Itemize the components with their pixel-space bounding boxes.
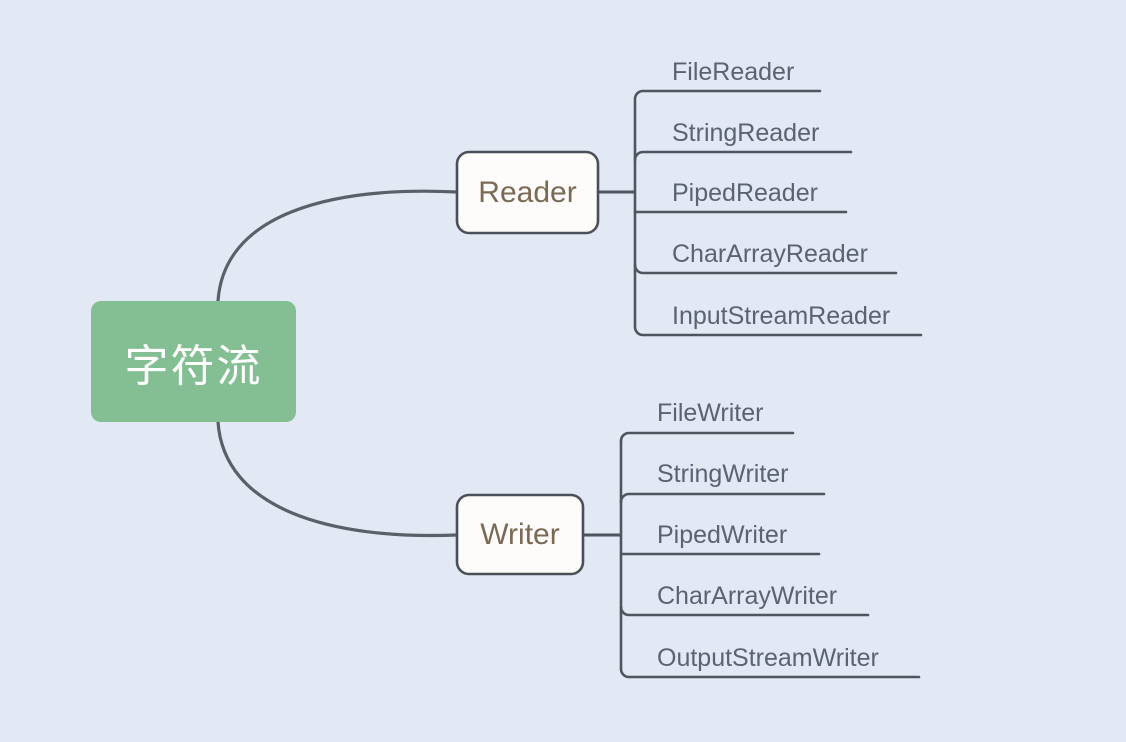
connector-root-to-reader	[216, 189, 459, 303]
writer-leaf-underline-0	[619, 431, 795, 443]
reader-leaf-underline-4	[633, 325, 923, 337]
reader-leaf-underline-0	[633, 89, 822, 101]
leaf-node-char-array-reader[interactable]: CharArrayReader	[672, 240, 868, 268]
leaf-node-piped-reader[interactable]: PipedReader	[672, 179, 818, 207]
connector-root-to-writer	[216, 420, 459, 538]
reader-leaf-underline-3	[633, 263, 898, 275]
leaf-node-char-array-writer[interactable]: CharArrayWriter	[657, 582, 838, 610]
writer-branch-spine-group	[619, 431, 921, 679]
leaf-node-string-writer[interactable]: StringWriter	[657, 460, 789, 488]
branch-node-reader-box[interactable]	[455, 150, 600, 235]
leaf-node-file-writer[interactable]: FileWriter	[657, 399, 764, 427]
branch-node-writer-box[interactable]	[455, 493, 585, 576]
leaf-node-input-stream-reader[interactable]: InputStreamReader	[672, 302, 891, 330]
leaf-node-output-stream-writer[interactable]: OutputStreamWriter	[657, 644, 879, 672]
writer-leaf-underline-3	[619, 605, 870, 617]
leaf-node-file-reader[interactable]: FileReader	[672, 58, 795, 86]
writer-leaf-underline-1	[619, 492, 826, 504]
writer-leaf-underline-4	[619, 667, 921, 679]
leaf-node-string-reader[interactable]: StringReader	[672, 119, 820, 147]
leaf-node-piped-writer[interactable]: PipedWriter	[657, 521, 788, 549]
root-node-box[interactable]	[91, 301, 296, 422]
reader-branch-spine-group	[633, 89, 923, 337]
reader-leaf-underline-1	[633, 150, 853, 162]
